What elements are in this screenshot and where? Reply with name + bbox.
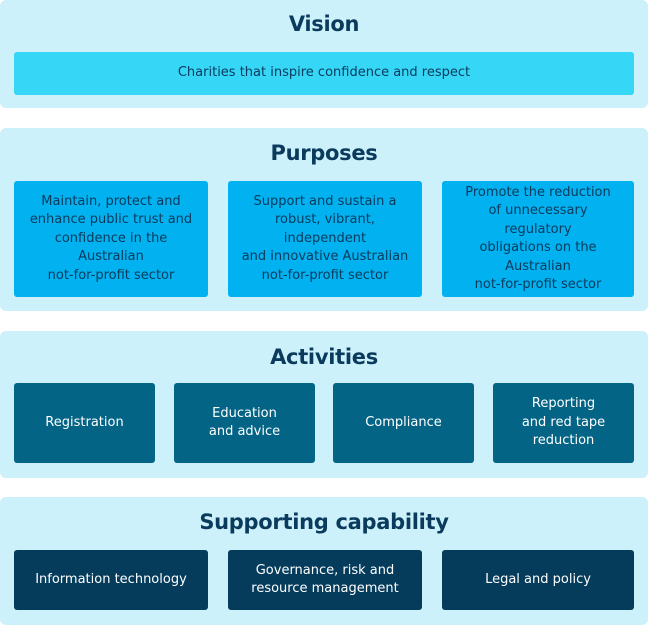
activity-item: Reporting and red tape reduction <box>493 383 634 463</box>
purpose-item: Support and sustain a robust, vibrant, i… <box>228 181 422 297</box>
supporting-item: Legal and policy <box>442 550 634 610</box>
activity-item: Registration <box>14 383 155 463</box>
vision-title: Vision <box>288 12 360 36</box>
activities-panel: Activities Registration Education and ad… <box>0 331 648 478</box>
vision-statement: Charities that inspire confidence and re… <box>14 52 634 95</box>
activity-item: Compliance <box>333 383 474 463</box>
activities-title: Activities <box>270 345 378 369</box>
supporting-capability-title: Supporting capability <box>199 510 449 534</box>
purposes-panel: Purposes Maintain, protect and enhance p… <box>0 128 648 311</box>
supporting-item: Governance, risk and resource management <box>228 550 422 610</box>
supporting-item: Information technology <box>14 550 208 610</box>
purpose-item: Promote the reduction of unnecessary reg… <box>442 181 634 297</box>
supporting-capability-panel: Supporting capability Information techno… <box>0 497 648 625</box>
activity-item: Education and advice <box>174 383 315 463</box>
vision-panel: Vision Charities that inspire confidence… <box>0 0 648 108</box>
purpose-item: Maintain, protect and enhance public tru… <box>14 181 208 297</box>
purposes-title: Purposes <box>270 141 378 165</box>
